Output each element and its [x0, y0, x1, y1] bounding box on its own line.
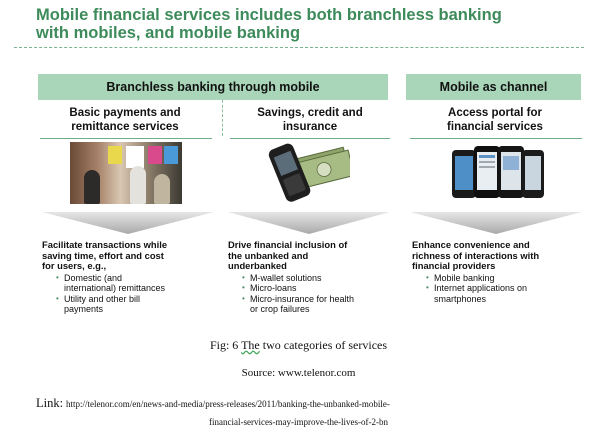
lead-line: Enhance convenience and	[412, 239, 530, 250]
bullet-line: Mobile banking	[434, 272, 495, 283]
smartphone	[498, 146, 524, 198]
description-payments: Facilitate transactions while saving tim…	[42, 239, 212, 315]
lead-line: underbanked	[228, 260, 287, 272]
link-url-line-1: http://telenor.com/en/news-and-media/pre…	[66, 399, 390, 409]
lead-line: Facilitate transactions while	[42, 239, 168, 250]
bullet-list: M-wallet solutions Micro-loans Micro-ins…	[228, 273, 388, 315]
title-line-1: Mobile financial services includes both …	[36, 6, 502, 24]
bullet-item: M-wallet solutions	[242, 272, 388, 284]
bullet-list: Mobile banking Internet applications on …	[412, 273, 572, 304]
description-savings: Drive financial inclusion of the unbanke…	[228, 239, 388, 315]
bullet-line: Micro-loans	[250, 283, 297, 294]
figure-caption: Fig: 6 The two categories of services	[0, 338, 597, 353]
down-arrow	[42, 212, 214, 234]
bullet-line: Utility and other bill	[64, 293, 141, 304]
poster-shape	[164, 146, 178, 164]
column-header-line: insurance	[282, 121, 338, 133]
smartphone	[522, 150, 544, 198]
bullet-line: Internet applications on	[434, 283, 528, 294]
link-url-line-2: financial-services-may-improve-the-lives…	[209, 417, 388, 427]
column-header-access-portal: Access portal for financial services	[410, 106, 580, 136]
poster-shape	[148, 146, 162, 164]
bullet-item: Utility and other bill payments	[56, 294, 212, 315]
column-header-line: financial services	[447, 121, 543, 133]
bullet-item: Domestic (and international) remittances	[56, 273, 212, 294]
bullet-item: Micro-insurance for health or crop failu…	[242, 294, 388, 315]
payments-photo	[70, 142, 182, 204]
lead-line: the unbanked and	[228, 249, 309, 261]
lead-line: financial providers	[412, 260, 496, 272]
bullet-item: Micro-loans	[242, 283, 388, 294]
link-label: Link:	[36, 396, 64, 410]
branchless-banking-band: Branchless banking through mobile	[38, 74, 388, 100]
description-lead: Enhance convenience and richness of inte…	[412, 239, 572, 272]
lead-line: saving time, effort and cost	[42, 249, 164, 261]
caption-prefix: Fig: 6	[209, 338, 239, 352]
caption-text: two categories of services	[262, 338, 388, 352]
down-arrow	[228, 212, 390, 234]
bullet-line: or crop failures	[250, 304, 310, 314]
description-lead: Facilitate transactions while saving tim…	[42, 239, 212, 272]
lead-line: richness of interactions with	[412, 249, 540, 261]
column-header-line: Basic payments and	[69, 107, 181, 119]
bullet-line: payments	[64, 304, 104, 314]
title-line-2: with mobiles, and mobile banking	[36, 24, 301, 42]
column-header-savings: Savings, credit and insurance	[230, 106, 390, 136]
bullet-line: smartphones	[434, 293, 487, 304]
mobile-channel-band: Mobile as channel	[406, 74, 581, 100]
lead-line: Drive financial inclusion of	[228, 239, 348, 250]
lead-line: for users, e.g.,	[42, 260, 107, 272]
person-shape	[130, 166, 146, 204]
diagram-title: Mobile financial services includes both …	[36, 6, 576, 42]
description-access-portal: Enhance convenience and richness of inte…	[412, 239, 572, 304]
phone	[268, 143, 311, 202]
column-header-payments: Basic payments and remittance services	[40, 106, 210, 136]
bullet-line: international) remittances	[64, 283, 166, 294]
smartphones-image	[452, 146, 544, 198]
column-header-line: Savings, credit and	[257, 107, 363, 119]
column-divider	[410, 138, 582, 139]
poster-shape	[126, 146, 144, 168]
caption-spellcheck-word: The	[241, 338, 260, 352]
smartphone	[474, 146, 500, 198]
bullet-line: Domestic (and	[64, 272, 123, 283]
column-divider	[230, 138, 390, 139]
band-divider	[222, 100, 223, 136]
column-header-line: Access portal for	[448, 107, 542, 119]
bullet-line: M-wallet solutions	[250, 272, 322, 283]
bullet-line: Micro-insurance for health	[250, 293, 355, 304]
bullet-item: Mobile banking	[426, 272, 572, 284]
phone-with-money-image	[268, 143, 350, 202]
column-header-line: remittance services	[71, 121, 179, 133]
poster-shape	[108, 146, 122, 164]
description-lead: Drive financial inclusion of the unbanke…	[228, 239, 388, 272]
bullet-list: Domestic (and international) remittances…	[42, 273, 212, 315]
column-divider	[40, 138, 212, 139]
down-arrow	[410, 212, 582, 234]
bullet-item: Internet applications on smartphones	[426, 283, 572, 304]
person-shape	[154, 174, 170, 204]
source-credit: Source: www.telenor.com	[241, 367, 356, 379]
title-divider	[14, 47, 584, 48]
person-shape	[84, 170, 100, 204]
smartphone	[452, 150, 476, 198]
